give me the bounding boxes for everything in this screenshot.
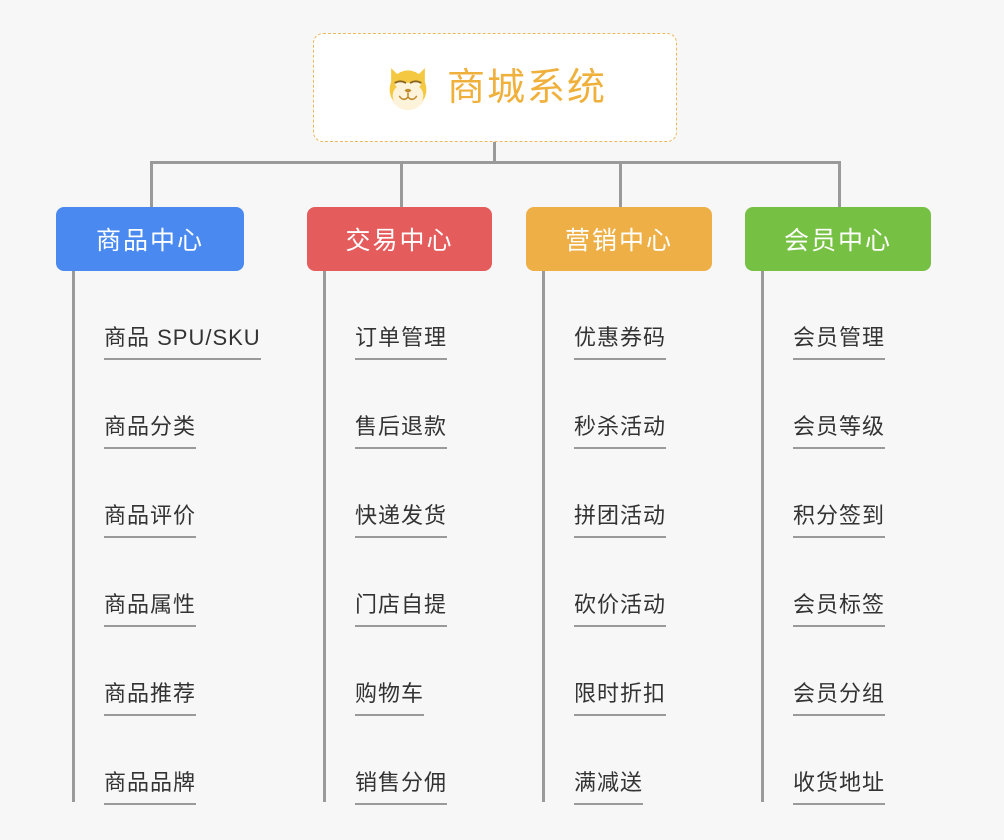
- leaf-item[interactable]: 会员标签: [761, 538, 886, 627]
- category-header-label-2: 营销中心: [564, 227, 673, 255]
- connector-drop-3: [838, 161, 841, 208]
- category-header-label-3: 会员中心: [783, 227, 892, 255]
- root-node[interactable]: 商城系统: [313, 33, 677, 142]
- connector-drop-2: [619, 161, 622, 208]
- leaf-item[interactable]: 积分签到: [761, 449, 886, 538]
- category-header-label-1: 交易中心: [345, 227, 454, 255]
- leaf-label: 商品属性: [104, 594, 197, 627]
- connector-bus-bar: [150, 161, 841, 164]
- category-header-1[interactable]: 交易中心: [307, 207, 492, 271]
- dog-face-icon: [389, 67, 427, 110]
- leaf-label: 商品 SPU/SKU: [104, 327, 261, 360]
- root-title: 商城系统: [446, 66, 607, 109]
- leaf-item[interactable]: 商品推荐: [72, 627, 261, 716]
- connector-root-stem: [493, 142, 496, 164]
- connector-drop-1: [400, 161, 403, 208]
- leaf-column-2: 优惠券码 秒杀活动 拼团活动 砍价活动 限时折扣 满减送: [542, 271, 667, 805]
- leaf-label: 砍价活动: [574, 594, 667, 627]
- leaf-label: 积分签到: [793, 505, 886, 538]
- leaf-item[interactable]: 会员等级: [761, 360, 886, 449]
- leaf-item[interactable]: 会员分组: [761, 627, 886, 716]
- leaf-label: 订单管理: [355, 327, 448, 360]
- leaf-column-1: 订单管理 售后退款 快递发货 门店自提 购物车 销售分佣: [323, 271, 448, 805]
- leaf-label: 会员管理: [793, 327, 886, 360]
- leaf-item[interactable]: 会员管理: [761, 271, 886, 360]
- leaf-label: 售后退款: [355, 416, 448, 449]
- leaf-label: 拼团活动: [574, 505, 667, 538]
- leaf-item[interactable]: 满减送: [542, 716, 666, 805]
- column-trunk-0: [72, 271, 75, 802]
- column-trunk-2: [542, 271, 545, 802]
- category-header-2[interactable]: 营销中心: [526, 207, 712, 271]
- leaf-label: 收货地址: [793, 772, 886, 805]
- leaf-item[interactable]: 售后退款: [323, 360, 448, 449]
- leaf-item[interactable]: 优惠券码: [542, 271, 667, 360]
- leaf-item[interactable]: 商品评价: [72, 449, 261, 538]
- leaf-item[interactable]: 拼团活动: [542, 449, 667, 538]
- leaf-item[interactable]: 订单管理: [323, 271, 448, 360]
- leaf-label: 快递发货: [355, 505, 448, 538]
- leaf-item[interactable]: 商品属性: [72, 538, 261, 627]
- leaf-label: 会员分组: [793, 683, 886, 716]
- leaf-label: 商品评价: [104, 505, 197, 538]
- leaf-label: 限时折扣: [574, 683, 667, 716]
- leaf-label: 秒杀活动: [574, 416, 667, 449]
- leaf-label: 门店自提: [355, 594, 448, 627]
- connector-drop-0: [150, 161, 153, 208]
- leaf-label: 优惠券码: [574, 327, 667, 360]
- column-trunk-1: [323, 271, 326, 802]
- category-header-0[interactable]: 商品中心: [56, 207, 244, 271]
- leaf-item[interactable]: 限时折扣: [542, 627, 667, 716]
- leaf-item[interactable]: 商品品牌: [72, 716, 261, 805]
- category-header-3[interactable]: 会员中心: [745, 207, 931, 271]
- leaf-item[interactable]: 购物车: [323, 627, 447, 716]
- leaf-label: 会员标签: [793, 594, 886, 627]
- leaf-item[interactable]: 快递发货: [323, 449, 448, 538]
- leaf-item[interactable]: 门店自提: [323, 538, 448, 627]
- leaf-item[interactable]: 商品 SPU/SKU: [72, 271, 261, 360]
- leaf-item[interactable]: 秒杀活动: [542, 360, 667, 449]
- leaf-column-0: 商品 SPU/SKU 商品分类 商品评价 商品属性 商品推荐 商品品牌: [72, 271, 261, 805]
- leaf-label: 购物车: [355, 683, 425, 716]
- leaf-label: 商品推荐: [104, 683, 197, 716]
- category-header-label-0: 商品中心: [95, 227, 204, 255]
- leaf-label: 商品品牌: [104, 772, 197, 805]
- leaf-label: 销售分佣: [355, 772, 448, 805]
- leaf-item[interactable]: 砍价活动: [542, 538, 667, 627]
- leaf-column-3: 会员管理 会员等级 积分签到 会员标签 会员分组 收货地址: [761, 271, 886, 805]
- leaf-item[interactable]: 收货地址: [761, 716, 886, 805]
- column-trunk-3: [761, 271, 764, 802]
- leaf-label: 商品分类: [104, 416, 197, 449]
- leaf-label: 会员等级: [793, 416, 886, 449]
- leaf-item[interactable]: 商品分类: [72, 360, 261, 449]
- leaf-item[interactable]: 销售分佣: [323, 716, 448, 805]
- leaf-label: 满减送: [574, 772, 644, 805]
